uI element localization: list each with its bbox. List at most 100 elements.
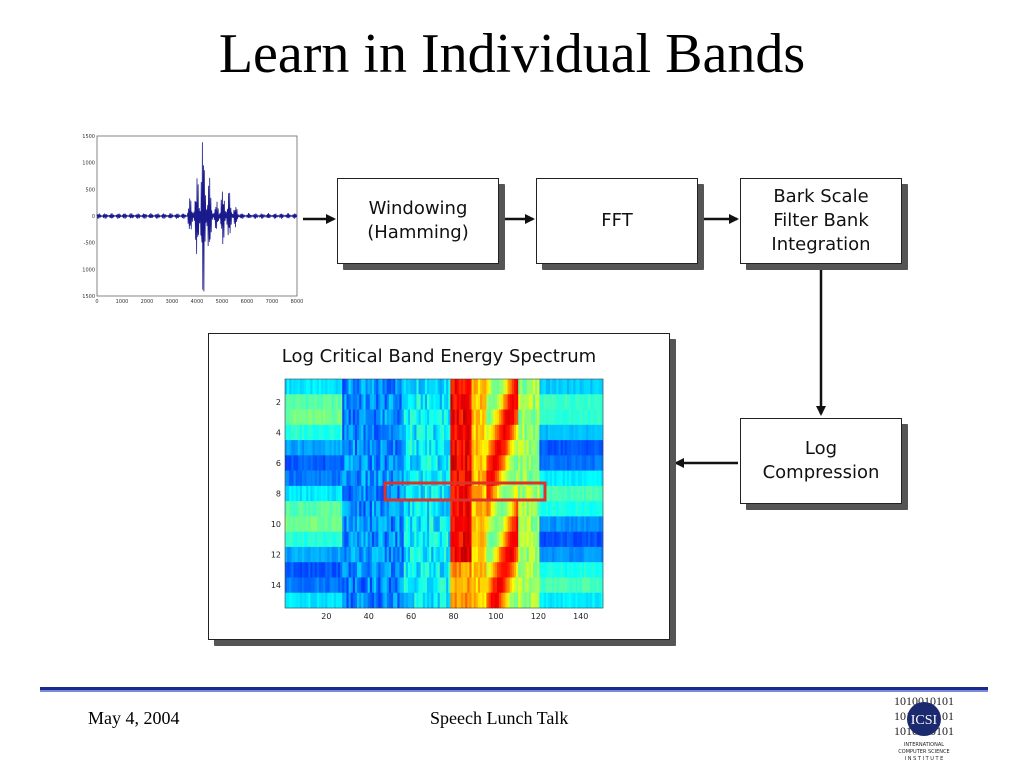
heatmap-cell (354, 577, 358, 594)
heatmap-cell (594, 577, 597, 594)
heatmap-cell (412, 455, 415, 471)
heatmap-cell (596, 470, 600, 487)
heatmap-cell (465, 562, 468, 578)
heatmap-cell (600, 424, 604, 441)
heatmap-cell (501, 470, 504, 487)
heatmap-cell (545, 516, 549, 532)
heatmap-cell (505, 424, 508, 441)
heatmap-cell (490, 531, 494, 548)
heatmap-cell (467, 409, 470, 426)
heatmap-cell (291, 531, 294, 548)
heatmap-cell (331, 440, 335, 456)
heatmap-x-tick: 120 (531, 612, 546, 621)
heatmap-cell (592, 531, 595, 548)
heatmap-cell (469, 546, 472, 563)
heatmap-cell (579, 455, 583, 471)
heatmap-cell (564, 562, 568, 578)
heatmap-cell (490, 562, 494, 578)
heatmap-cell (424, 440, 428, 456)
heatmap-cell (361, 440, 364, 456)
heatmap-cell (526, 531, 530, 548)
heatmap-cell (545, 470, 549, 487)
heatmap-cell (596, 394, 600, 410)
heatmap-cell (575, 592, 578, 609)
heatmap-cell (477, 379, 481, 395)
heatmap-cell (558, 379, 561, 395)
heatmap-cell (295, 424, 299, 441)
heatmap-cell (503, 485, 506, 502)
heatmap-cell (528, 485, 532, 502)
heatmap-cell (530, 546, 534, 563)
heatmap-cell (535, 424, 538, 441)
heatmap-cell (374, 562, 377, 578)
heatmap-cell (397, 546, 400, 563)
heatmap-cell (287, 379, 290, 395)
heatmap-cell (579, 577, 583, 594)
heatmap-cell (452, 562, 455, 578)
heatmap-cell (357, 577, 360, 594)
heatmap-cell (416, 592, 419, 609)
heatmap-cell (556, 424, 559, 441)
heatmap-cell (590, 424, 593, 441)
heatmap-cell (467, 470, 470, 487)
heatmap-cell (301, 394, 305, 410)
heatmap-cell (581, 379, 585, 395)
heatmap-cell (482, 470, 485, 487)
heatmap-cell (424, 531, 428, 548)
heatmap-cell (486, 501, 489, 517)
heatmap-cell (473, 592, 477, 609)
heatmap-cell (354, 562, 358, 578)
heatmap-cell (535, 470, 538, 487)
heatmap-cell (554, 470, 557, 487)
heatmap-cell (579, 562, 583, 578)
heatmap-cell (418, 470, 421, 487)
heatmap-cell (600, 470, 604, 487)
heatmap-cell (333, 409, 337, 426)
heatmap-cell (352, 409, 356, 426)
heatmap-cell (418, 546, 421, 563)
heatmap-cell (524, 516, 527, 532)
heatmap-cell (405, 546, 409, 563)
heatmap-cell (458, 470, 462, 487)
heatmap-cell (304, 531, 307, 548)
heatmap-cell (424, 592, 428, 609)
heatmap-cell (469, 379, 472, 395)
heatmap-cell (357, 379, 360, 395)
heatmap-cell (323, 394, 326, 410)
heatmap-cell (562, 424, 566, 441)
heatmap-cell (516, 592, 519, 609)
heatmap-cell (304, 562, 307, 578)
heatmap-cell (450, 409, 453, 426)
heatmap-cell (473, 501, 477, 517)
heatmap-cell (327, 470, 330, 487)
heatmap-cell (503, 562, 506, 578)
heatmap-cell (564, 592, 568, 609)
heatmap-cell (312, 394, 315, 410)
heatmap-cell (301, 501, 305, 517)
heatmap-cell (397, 455, 400, 471)
heatmap-cell (583, 440, 587, 456)
heatmap-cell (499, 592, 502, 609)
heatmap-cell (338, 501, 341, 517)
heatmap-cell (287, 424, 290, 441)
heatmap-cell (393, 409, 396, 426)
heatmap-cell (416, 470, 419, 487)
heatmap-cell (513, 379, 517, 395)
heatmap-cell (346, 470, 349, 487)
heatmap-cell (327, 455, 330, 471)
heatmap-cell (484, 501, 487, 517)
heatmap-cell (550, 455, 553, 471)
heatmap-cell (414, 394, 417, 410)
heatmap-cell (314, 577, 318, 594)
heatmap-cell (342, 516, 345, 532)
heatmap-cell (550, 440, 553, 456)
heatmap-cell (363, 531, 366, 548)
heatmap-cell (520, 394, 523, 410)
heatmap-cell (503, 592, 506, 609)
heatmap-cell (556, 409, 559, 426)
footer-talk-title: Speech Lunch Talk (430, 708, 569, 728)
heatmap-cell (431, 577, 434, 594)
heatmap-cell (458, 424, 462, 441)
heatmap-cell (338, 577, 341, 594)
heatmap-cell (293, 592, 296, 609)
